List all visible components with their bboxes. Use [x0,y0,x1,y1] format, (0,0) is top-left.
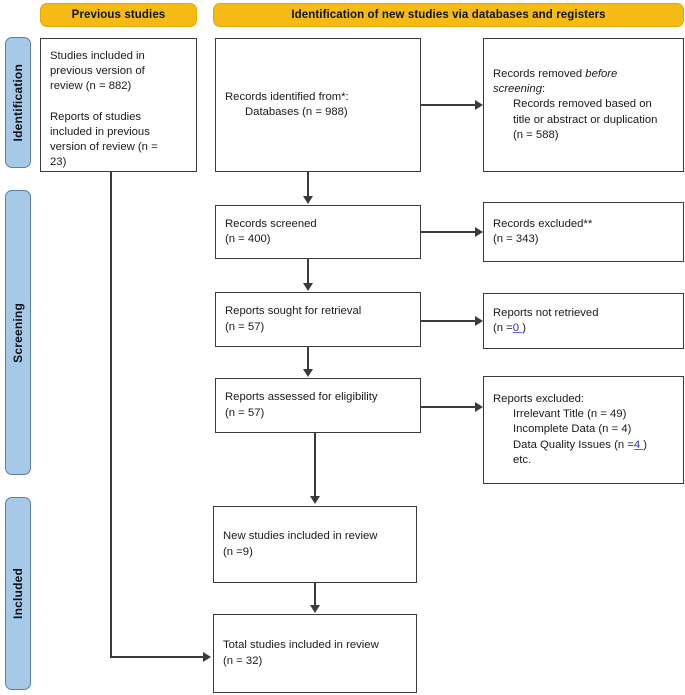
records-removed-line-3: Records removed based on [513,98,652,111]
reports-excluded-line-4: Data Quality Issues (n =4 ) [493,438,647,453]
arrowhead-sought-to-not-retrieved [475,316,483,326]
new-studies-line-2: (n =9) [223,545,253,558]
total-studies-line-1: Total studies included in review [223,639,379,652]
header-new-studies-label: Identification of new studies via databa… [291,9,606,21]
reports-assessed-line-1: Reports assessed for eligibility [225,391,378,404]
records-removed-line-1a: Records removed [493,67,586,80]
reports-excluded-line-5: etc. [513,453,532,466]
previous-studies-line-7: 23) [50,156,67,169]
records-removed-line-2a: screening [493,83,542,96]
header-previous-studies-label: Previous studies [71,9,166,21]
box-reports-not-retrieved-text: Reports not retrieved (n =0 ) [493,306,599,336]
records-removed-line-1b: before [585,67,618,80]
reports-not-retrieved-count: 0 [512,322,523,334]
connector-screened-to-excluded [421,231,475,233]
arrowhead-assessed-to-reports-excluded [475,402,483,412]
reports-excluded-line-2: Irrelevant Title (n = 49) [513,408,627,421]
box-records-removed: Records removed before screening: Record… [483,38,684,172]
arrowhead-previous-to-total [203,652,211,662]
connector-sought-to-not-retrieved [421,320,475,322]
records-excluded-line-1: Records excluded** [493,217,593,230]
box-total-studies-included: Total studies included in review (n = 32… [213,614,417,693]
records-identified-line-1: Records identified from*: [225,90,349,103]
previous-studies-line-6: version of review (n = [50,141,158,154]
arrowhead-identified-to-removed [475,100,483,110]
connector-identified-to-screened [307,172,309,197]
stage-rail-identification: Identification [5,37,31,168]
records-removed-line-5: (n = 588) [513,128,559,141]
connector-assessed-to-reports-excluded [421,406,475,408]
box-reports-assessed-text: Reports assessed for eligibility (n = 57… [225,390,378,420]
box-total-studies-included-text: Total studies included in review (n = 32… [223,638,379,668]
reports-excluded-data-quality-count: 4 [633,438,644,451]
previous-studies-line-4: Reports of studies [50,110,142,123]
box-reports-excluded-text: Reports excluded: Irrelevant Title (n = … [493,392,647,468]
connector-sought-to-assessed [307,347,309,370]
connector-previous-to-total-vertical [110,172,112,658]
records-excluded-line-2: (n = 343) [493,233,539,245]
previous-studies-line-1: Studies included in [50,50,145,62]
stage-rail-included-label: Included [11,568,25,619]
header-previous-studies: Previous studies [40,3,197,27]
connector-assessed-to-new-studies [314,433,316,497]
arrowhead-sought-to-assessed [303,369,313,377]
box-records-identified-text: Records identified from*: Databases (n =… [225,90,349,120]
box-records-screened-text: Records screened (n = 400) [225,217,317,247]
box-reports-sought-text: Reports sought for retrieval (n = 57) [225,304,361,334]
box-records-excluded: Records excluded** (n = 343) [483,202,684,262]
header-new-studies: Identification of new studies via databa… [213,3,684,27]
box-reports-not-retrieved: Reports not retrieved (n =0 ) [483,293,684,349]
reports-excluded-line-4c: ) [643,438,648,451]
reports-sought-line-2: (n = 57) [225,320,265,333]
box-previous-studies: Studies included in previous version of … [40,38,197,172]
reports-not-retrieved-line-2c: ) [522,322,526,334]
records-screened-line-2: (n = 400) [225,233,271,245]
box-records-excluded-text: Records excluded** (n = 343) [493,217,592,247]
reports-assessed-line-2: (n = 57) [225,406,265,419]
records-removed-line-4: title or abstract or duplication [513,113,658,126]
previous-studies-line-2: previous version of [50,65,145,78]
box-reports-assessed: Reports assessed for eligibility (n = 57… [215,378,421,433]
box-new-studies-included-text: New studies included in review (n =9) [223,529,377,559]
box-records-identified: Records identified from*: Databases (n =… [215,38,421,172]
stage-rail-identification-label: Identification [11,63,25,142]
box-previous-studies-text: Studies included in previous version of … [50,39,158,171]
arrowhead-new-to-total-studies [310,605,320,613]
total-studies-line-2: (n = 32) [223,654,263,667]
arrowhead-screened-to-sought [303,283,313,291]
reports-not-retrieved-line-1: Reports not retrieved [493,306,599,319]
arrowhead-screened-to-excluded [475,227,483,237]
connector-previous-to-total-horizontal [110,656,205,658]
previous-studies-line-3: review (n = 882) [50,80,132,93]
reports-excluded-line-4a: Data Quality Issues (n = [513,438,634,451]
stage-rail-screening-label: Screening [11,302,25,363]
connector-screened-to-sought [307,259,309,284]
reports-excluded-line-3: Incomplete Data (n = 4) [513,423,632,436]
connector-new-to-total-studies [314,583,316,606]
stage-rail-included: Included [5,497,31,690]
connector-identified-to-removed [421,104,475,106]
box-records-removed-text: Records removed before screening: Record… [493,67,657,143]
reports-excluded-line-1: Reports excluded: [493,392,585,405]
new-studies-line-1: New studies included in review [223,530,378,543]
box-reports-excluded: Reports excluded: Irrelevant Title (n = … [483,376,684,484]
records-screened-line-1: Records screened [225,217,317,230]
previous-studies-line-5: included in previous [50,126,150,139]
box-reports-sought: Reports sought for retrieval (n = 57) [215,292,421,347]
records-identified-line-2: Databases (n = 988) [245,106,348,118]
reports-not-retrieved-line-2a: (n = [493,322,513,334]
box-new-studies-included: New studies included in review (n =9) [213,506,417,583]
box-records-screened: Records screened (n = 400) [215,205,421,259]
records-removed-line-2b: : [541,83,546,96]
stage-rail-screening: Screening [5,190,31,475]
arrowhead-identified-to-screened [303,196,313,204]
arrowhead-assessed-to-new-studies [310,496,320,504]
reports-sought-line-1: Reports sought for retrieval [225,305,362,318]
